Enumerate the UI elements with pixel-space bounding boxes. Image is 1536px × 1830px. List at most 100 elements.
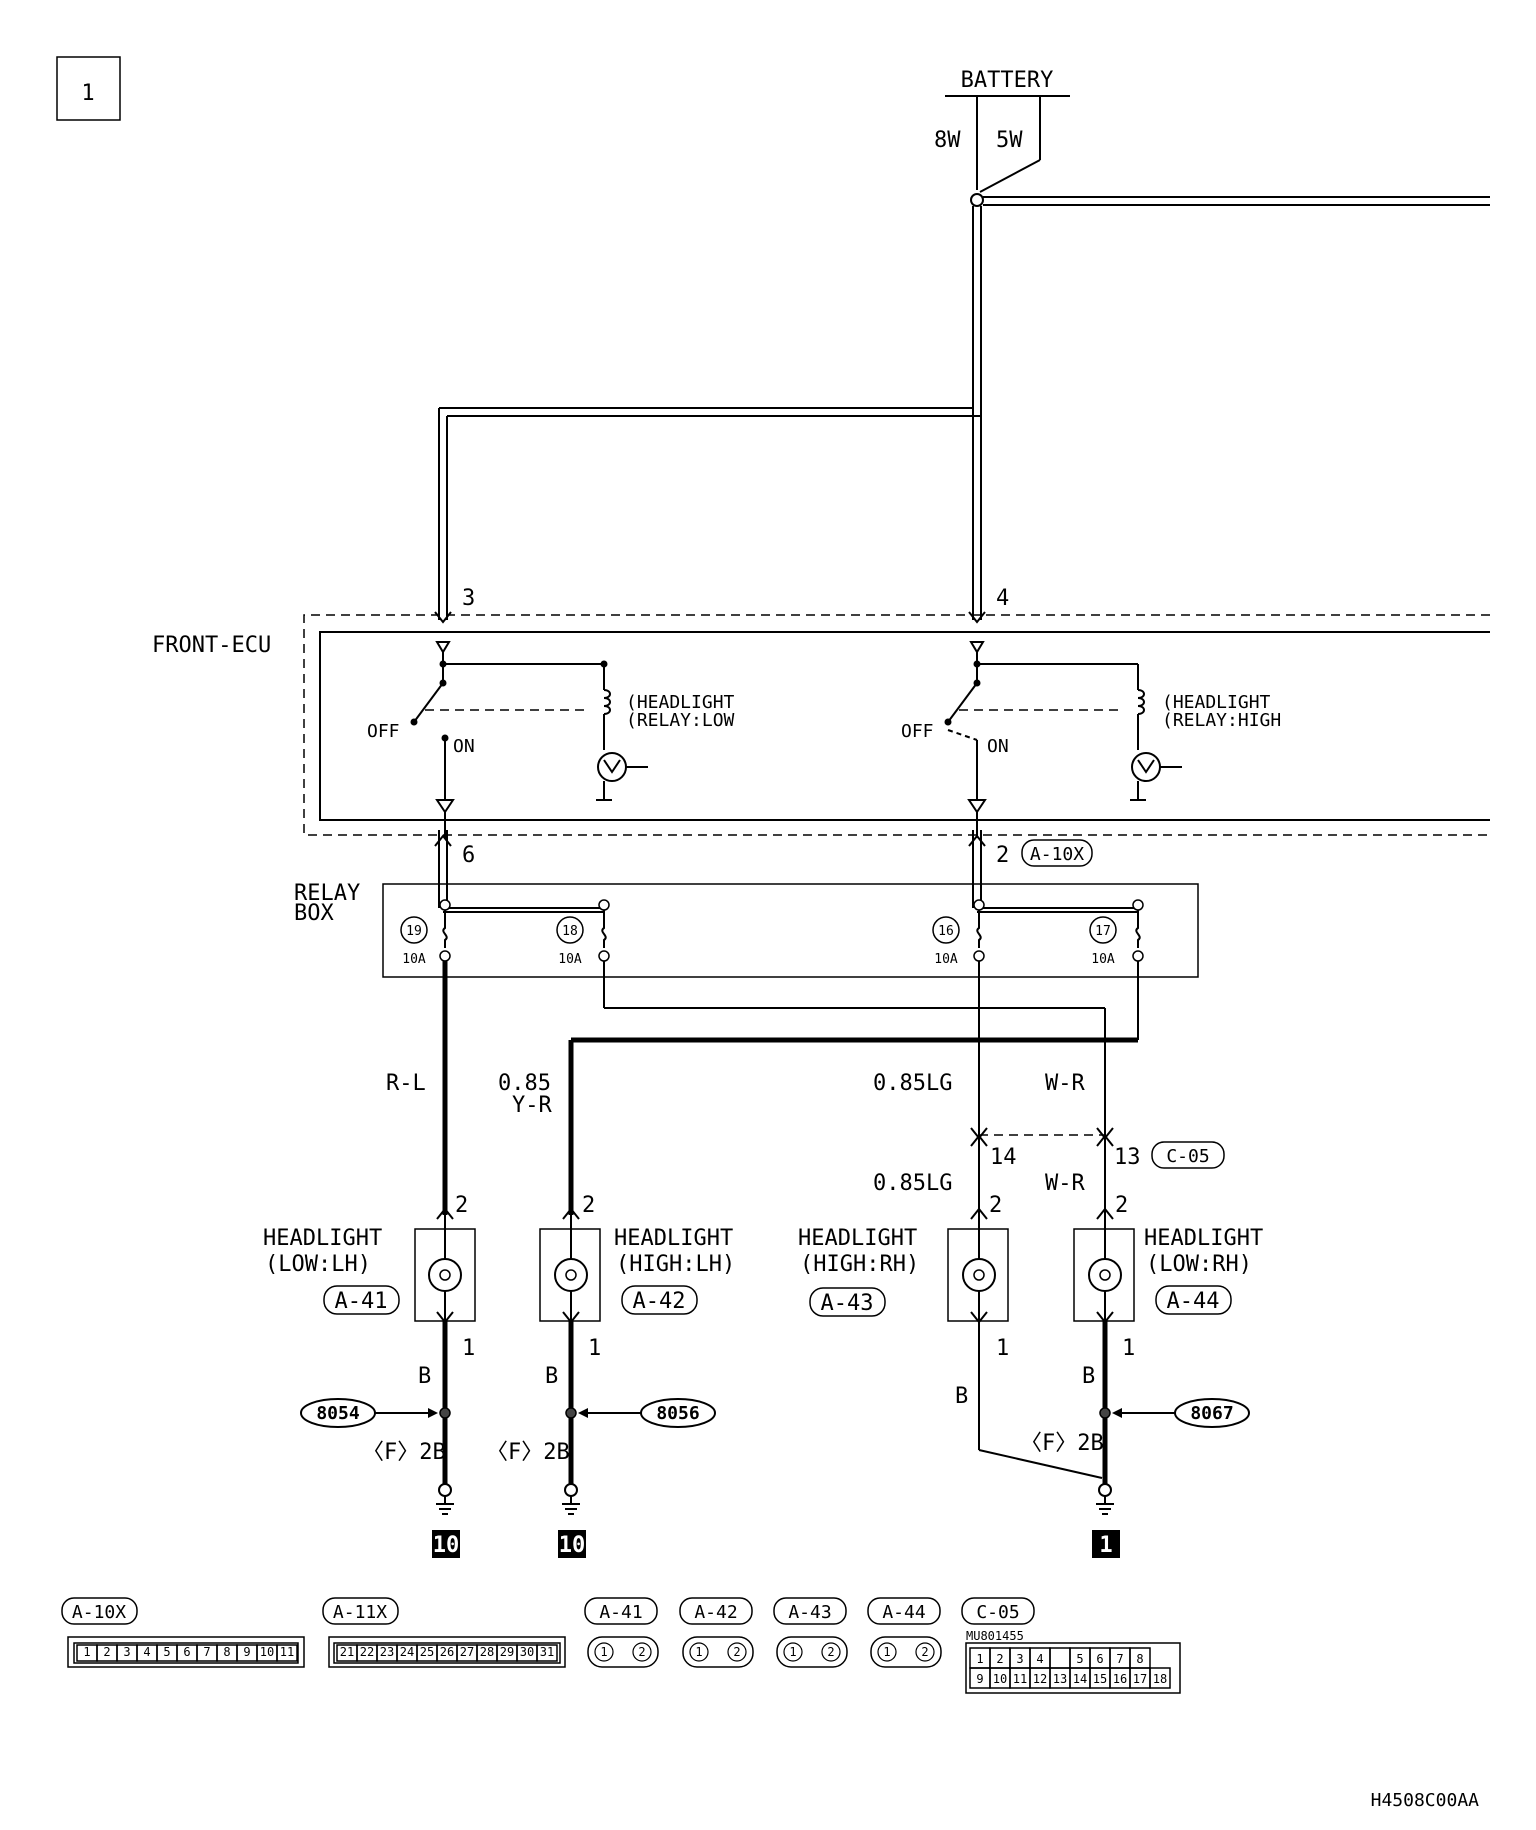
headlight-high-lh-pin-bottom: 1 (588, 1336, 601, 1361)
ground-2-number: 10 (559, 1533, 586, 1558)
headlight-low-rh-pin-bottom: 1 (1122, 1336, 1135, 1361)
a11x-pin-22: 22 (360, 1645, 374, 1659)
a11x-pin-28: 28 (480, 1645, 494, 1659)
relay-high: OFF ON (HEADLIGHT (RELAY:HIGH (901, 652, 1281, 838)
legend-a41-label: A-41 (599, 1602, 642, 1623)
relay-box: RELAY BOX (294, 881, 1199, 978)
fuse-18-rating: 10A (558, 952, 582, 967)
headlight-low-rh-pin-top: 2 (1115, 1193, 1128, 1218)
relay-high-on: ON (987, 736, 1009, 757)
headlight-high-rh-ground-wire: B (955, 1384, 968, 1409)
fuse-17-number: 17 (1095, 924, 1111, 939)
a10x-pin-6: 6 (183, 1645, 190, 1659)
headlight-high-lh-connector: A-42 (633, 1289, 686, 1314)
legend-a42: A-42 1 2 (679, 1597, 754, 1668)
relay-low-transistor (597, 752, 627, 782)
a10x-pin-5: 5 (163, 1645, 170, 1659)
battery: BATTERY 8W 5W (934, 68, 1070, 207)
a10x-pin-9: 9 (243, 1645, 250, 1659)
legend-a44-label: A-44 (882, 1602, 925, 1623)
headlight-high-lh-pin-top: 2 (582, 1193, 595, 1218)
feed-wires (438, 196, 1490, 620)
splice-8056-spec: 〈F〉2B (486, 1440, 570, 1465)
a11x-pin-21: 21 (340, 1645, 354, 1659)
distribution-wires (442, 961, 1139, 1215)
relay-low: OFF ON (HEADLIGHT (RELAY:LOW (367, 652, 735, 838)
connector-c05-tag-label: C-05 (1166, 1146, 1209, 1167)
headlight-low-lh: HEADLIGHT (LOW:LH) A-41 2 1 B (263, 1193, 476, 1389)
battery-label: BATTERY (961, 68, 1054, 93)
headlight-low-rh: HEADLIGHT (LOW:RH) A-44 2 1 B (1073, 1193, 1263, 1389)
splice-8056-label: 8056 (656, 1403, 699, 1424)
a11x-pin-23: 23 (380, 1645, 394, 1659)
ecu-output-wires (434, 830, 986, 908)
legend-a41-pin-2: 2 (638, 1645, 645, 1659)
fuse-19: 19 10A (400, 910, 451, 967)
wire-yr-gauge: 0.85 (498, 1071, 551, 1096)
wire-lg-lower: 0.85LG (873, 1171, 952, 1196)
c05-row2-pin-18: 18 (1153, 1672, 1167, 1686)
ecu-pin-4: 4 (996, 586, 1009, 611)
c05-row2-pin-15: 15 (1093, 1672, 1107, 1686)
battery-junction (970, 193, 984, 207)
legend-a43-pin-1: 1 (789, 1645, 796, 1659)
headlight-low-lh-ground-wire: B (418, 1364, 431, 1389)
relay-box-label-1: RELAY (294, 881, 360, 906)
legend-a43-pin-2: 2 (827, 1645, 834, 1659)
figure-code: H4508C00AA (1371, 1790, 1480, 1811)
front-ecu: FRONT-ECU OFF ON (152, 611, 1490, 838)
connector-a10x-tag (1021, 839, 1093, 867)
c05-pin-13: 13 (1114, 1145, 1141, 1170)
headlight-low-lh-connector: A-41 (335, 1289, 388, 1314)
c05-row2-pin-13: 13 (1053, 1672, 1067, 1686)
headlight-low-lh-line-2: (LOW:LH) (265, 1252, 371, 1277)
c05-pin-14: 14 (990, 1145, 1017, 1170)
c05-row2-pin-12: 12 (1033, 1672, 1047, 1686)
splice-8054-label: 8054 (316, 1403, 360, 1424)
relay-low-label-2: (RELAY:LOW (626, 710, 735, 731)
wire-lg-upper: 0.85LG (873, 1071, 952, 1096)
legend-a42-pin-1: 1 (695, 1645, 702, 1659)
c05-row1-pin-3: 3 (1016, 1652, 1023, 1666)
c05-row1-pin-8: 8 (1136, 1652, 1143, 1666)
headlight-high-rh-line-1: HEADLIGHT (798, 1226, 917, 1251)
legend-a42-pin-2: 2 (733, 1645, 740, 1659)
page-number: 1 (81, 81, 94, 106)
fuse-17: 17 10A (1089, 910, 1144, 967)
a11x-cell (536, 1644, 558, 1662)
front-ecu-label: FRONT-ECU (152, 633, 271, 658)
a10x-pin-2: 2 (103, 1645, 110, 1659)
relay-high-off: OFF (901, 721, 934, 742)
fuse-16-rating: 10A (934, 952, 958, 967)
c05-row1-pin-6: 6 (1096, 1652, 1103, 1666)
wire-yr-color: Y-R (512, 1093, 552, 1118)
wire-5w-label: 5W (996, 128, 1023, 153)
splice-8054: 8054 〈F〉2B (300, 1398, 451, 1465)
relay-high-label-2: (RELAY:HIGH (1162, 710, 1281, 731)
c05-row1-pin-1: 1 (976, 1652, 983, 1666)
wire-rl-label: R-L (386, 1071, 426, 1096)
headlight-low-lh-bulb-icon (428, 1258, 462, 1292)
headlight-high-lh-line-1: HEADLIGHT (614, 1226, 733, 1251)
fuse-16: 16 10A (932, 910, 985, 967)
c05-row2-cell (1149, 1667, 1171, 1689)
ground-symbol-1: 10 (432, 1483, 460, 1558)
c05-row1-pin-2: 2 (996, 1652, 1003, 1666)
c05-row2-pin-16: 16 (1113, 1672, 1127, 1686)
splice-8054-spec: 〈F〉2B (362, 1440, 446, 1465)
c05-row1-pin-4: 4 (1036, 1652, 1043, 1666)
connector-a10x-tag-label: A-10X (1030, 844, 1084, 865)
a10x-pin-11: 11 (280, 1645, 294, 1659)
wire-wr-lower: W-R (1045, 1171, 1085, 1196)
legend-a10x-label: A-10X (72, 1602, 126, 1623)
ecu-pin-2: 2 (996, 843, 1009, 868)
c05-row2-pin-9: 9 (976, 1672, 983, 1686)
headlight-low-rh-bulb-icon (1088, 1258, 1122, 1292)
a10x-pin-3: 3 (123, 1645, 130, 1659)
c05-row2-pin-11: 11 (1013, 1672, 1027, 1686)
headlight-high-lh: HEADLIGHT (HIGH:LH) A-42 2 1 B (539, 1193, 735, 1389)
headlight-high-rh-pin-top: 2 (989, 1193, 1002, 1218)
